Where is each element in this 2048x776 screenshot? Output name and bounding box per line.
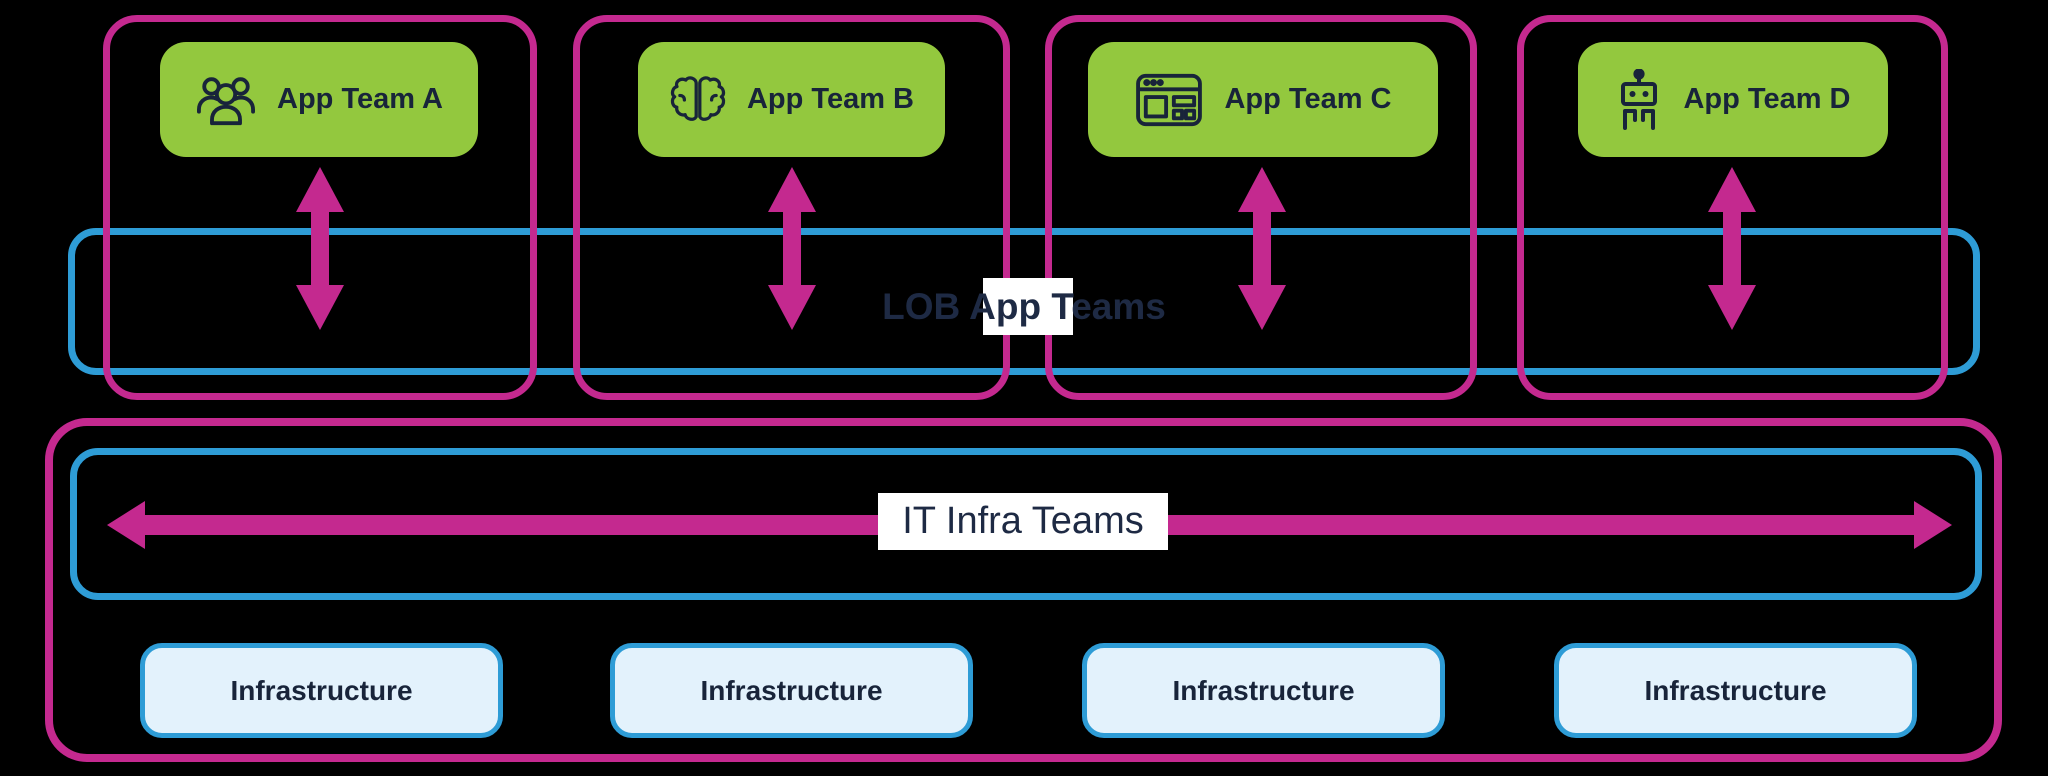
arrow-up-head xyxy=(1238,167,1286,212)
arrow-down-head xyxy=(296,285,344,330)
infrastructure-label: Infrastructure xyxy=(1644,674,1827,706)
it-infra-label-background xyxy=(878,493,1168,550)
team-label-d: App Team D xyxy=(1683,83,1851,115)
team-label-b: App Team B xyxy=(746,83,915,115)
team-label-c: App Team C xyxy=(1224,83,1392,115)
team-card-d: App Team D xyxy=(1578,42,1888,157)
infrastructure-box-1: Infrastructure xyxy=(140,643,503,738)
arrow-down-head xyxy=(768,285,816,330)
infrastructure-box-2: Infrastructure xyxy=(610,643,973,738)
robot-icon xyxy=(1615,68,1663,131)
brain-icon xyxy=(669,71,727,129)
arrow-shaft xyxy=(1723,211,1741,286)
team-box-d xyxy=(1517,15,1948,400)
team-card-c: App Team C xyxy=(1088,42,1438,157)
double-arrow-vertical-c xyxy=(1238,167,1286,330)
infrastructure-box-4: Infrastructure xyxy=(1554,643,1917,738)
it-infra-container xyxy=(45,418,2002,762)
lob-app-teams-container xyxy=(68,228,1980,375)
team-box-c xyxy=(1045,15,1477,400)
browser-window-icon xyxy=(1134,71,1204,129)
lob-group-label: LOB App Teams xyxy=(882,286,1166,327)
infrastructure-box-3: Infrastructure xyxy=(1082,643,1445,738)
team-label-a: App Team A xyxy=(277,83,443,115)
people-group-icon xyxy=(195,71,257,129)
arrow-down-head xyxy=(1708,285,1756,330)
arrow-up-head xyxy=(296,167,344,212)
lob-label-background xyxy=(983,278,1073,335)
arrow-left-head xyxy=(107,501,145,549)
infrastructure-label: Infrastructure xyxy=(1172,674,1355,706)
it-infra-group-label: IT Infra Teams xyxy=(902,500,1144,542)
it-infra-teams-box xyxy=(70,448,1982,600)
team-card-a: App Team A xyxy=(160,42,478,157)
double-arrow-vertical-d xyxy=(1708,167,1756,330)
arrow-shaft xyxy=(311,211,329,286)
team-box-a xyxy=(103,15,537,400)
double-arrow-vertical-b xyxy=(768,167,816,330)
team-box-b xyxy=(573,15,1010,400)
team-card-b: App Team B xyxy=(638,42,945,157)
arrow-shaft xyxy=(1253,211,1271,286)
arrow-right-head xyxy=(1914,501,1952,549)
arrow-up-head xyxy=(768,167,816,212)
arrow-shaft xyxy=(783,211,801,286)
arrow-up-head xyxy=(1708,167,1756,212)
infrastructure-label: Infrastructure xyxy=(700,674,883,706)
arrow-down-head xyxy=(1238,285,1286,330)
double-arrow-vertical-a xyxy=(296,167,344,330)
infrastructure-label: Infrastructure xyxy=(230,674,413,706)
